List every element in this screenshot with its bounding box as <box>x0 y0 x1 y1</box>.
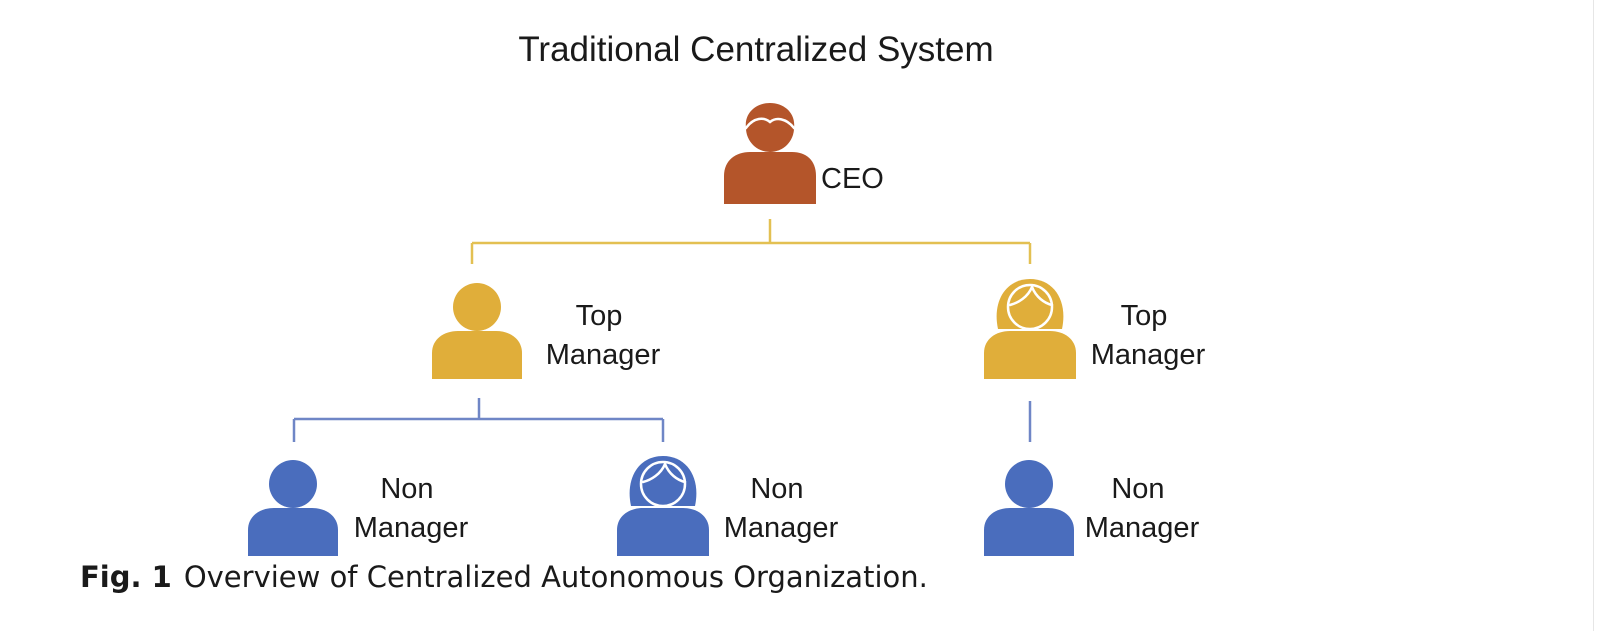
figure-caption-text: Overview of Centralized Autonomous Organ… <box>183 560 928 594</box>
woman-icon <box>617 456 709 556</box>
connector-ceo-to-top <box>470 219 1032 264</box>
man-icon <box>724 103 816 204</box>
non-manager-1-label: Non Manager <box>354 473 469 544</box>
top-manager-left-node: Top Manager <box>432 283 661 379</box>
label-line-1: Top <box>1121 300 1168 332</box>
non-manager-3-label: Non Manager <box>1085 473 1200 544</box>
diagram-title: Traditional Centralized System <box>518 30 993 69</box>
non-manager-3-node: Non Manager <box>984 460 1200 556</box>
top-manager-right-label: Top Manager <box>1091 300 1206 371</box>
label-line-1: Non <box>750 473 803 505</box>
woman-icon <box>984 279 1076 379</box>
person-icon <box>432 283 522 379</box>
label-line-2: Manager <box>354 512 469 544</box>
label-line-2: Manager <box>1091 339 1206 371</box>
non-manager-2-label: Non Manager <box>724 473 839 544</box>
page-edge-divider <box>1593 0 1594 631</box>
ceo-node: CEO <box>724 103 884 204</box>
label-line-2: Manager <box>1085 512 1200 544</box>
top-manager-left-label: Top Manager <box>546 300 661 371</box>
label-line-1: Top <box>576 300 623 332</box>
label-line-1: Non <box>380 473 433 505</box>
connector-top-to-non <box>292 398 1032 442</box>
figure-caption: Fig. 1 Overview of Centralized Autonomous… <box>80 560 928 594</box>
person-icon <box>248 460 338 556</box>
non-manager-2-node: Non Manager <box>617 456 839 556</box>
non-manager-1-node: Non Manager <box>248 460 469 556</box>
person-icon <box>984 460 1074 556</box>
ceo-label: CEO <box>821 163 884 195</box>
label-line-1: Non <box>1111 473 1164 505</box>
label-line-2: Manager <box>724 512 839 544</box>
figure-number: Fig. 1 <box>80 560 172 594</box>
label-line-2: Manager <box>546 339 661 371</box>
top-manager-right-node: Top Manager <box>984 279 1206 379</box>
